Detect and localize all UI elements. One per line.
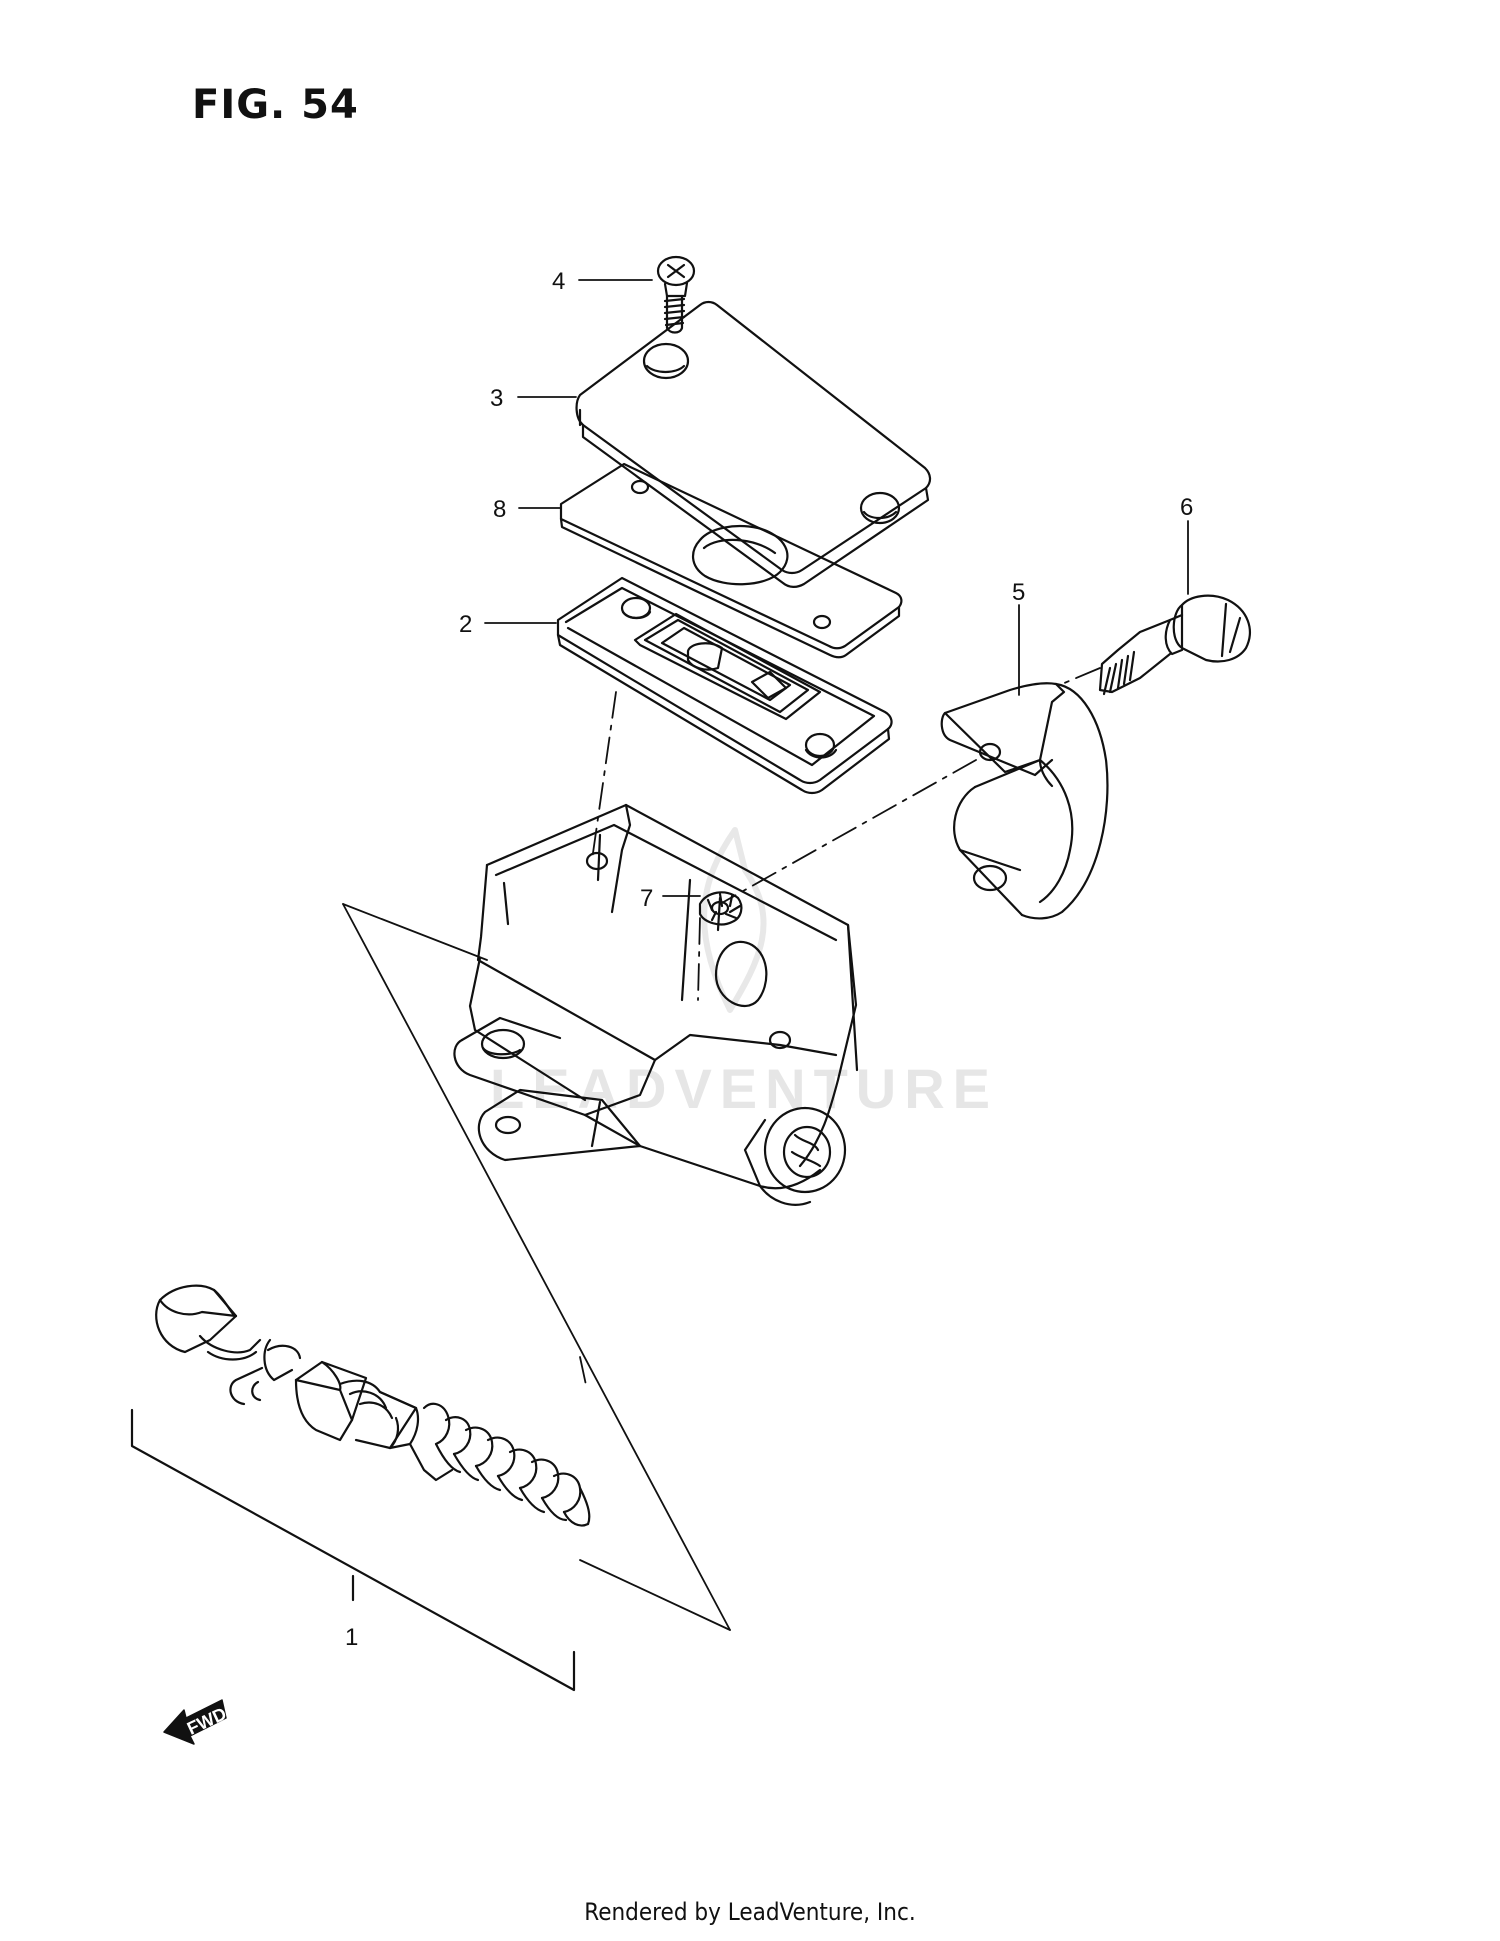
callout-5: 5 [1012, 579, 1025, 606]
watermark-text: LEADVENTURE [490, 1057, 998, 1120]
assembly-guide-lines [342, 903, 731, 1631]
part-1-piston-assembly [155, 1284, 591, 1527]
callout-3: 3 [490, 385, 503, 412]
part-2-diaphragm [556, 576, 893, 795]
figure-title: FIG. 54 [192, 82, 359, 128]
callout-2: 2 [459, 611, 472, 638]
part-3-reservoir-cap [575, 300, 932, 588]
part-1-bracket [130, 1408, 576, 1692]
callout-8: 8 [493, 496, 506, 523]
part-7-boot [698, 891, 743, 926]
part-master-cylinder-body [453, 803, 859, 1206]
part-4-screw [656, 255, 696, 334]
part-5-clamp [940, 682, 1109, 920]
footer-credit: Rendered by LeadVenture, Inc. [584, 1898, 916, 1926]
callout-6: 6 [1180, 494, 1193, 521]
callout-7: 7 [640, 885, 653, 912]
callout-4: 4 [552, 268, 565, 295]
part-6-bolt [1098, 594, 1251, 696]
part-8-diaphragm-plate [559, 462, 903, 659]
callout-1: 1 [345, 1624, 358, 1651]
assembly-center-lines [579, 667, 1101, 1386]
fwd-arrow-icon: FWD [163, 1699, 230, 1745]
callout-leaders [484, 279, 1189, 897]
